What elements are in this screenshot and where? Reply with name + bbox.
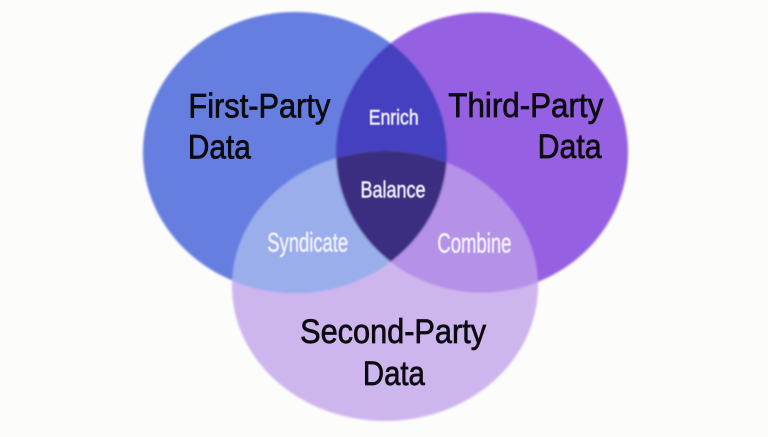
- svg-text:Data: Data: [188, 129, 251, 167]
- svg-text:Third-Party: Third-Party: [448, 87, 603, 125]
- svg-text:Data: Data: [538, 128, 602, 166]
- svg-text:Balance: Balance: [361, 177, 426, 203]
- svg-text:Combine: Combine: [437, 228, 511, 259]
- svg-text:Data: Data: [363, 355, 425, 393]
- svg-text:Syndicate: Syndicate: [267, 227, 348, 257]
- svg-text:Enrich: Enrich: [369, 107, 419, 130]
- svg-text:Second-Party: Second-Party: [300, 313, 486, 351]
- svg-text:First-Party: First-Party: [188, 87, 330, 125]
